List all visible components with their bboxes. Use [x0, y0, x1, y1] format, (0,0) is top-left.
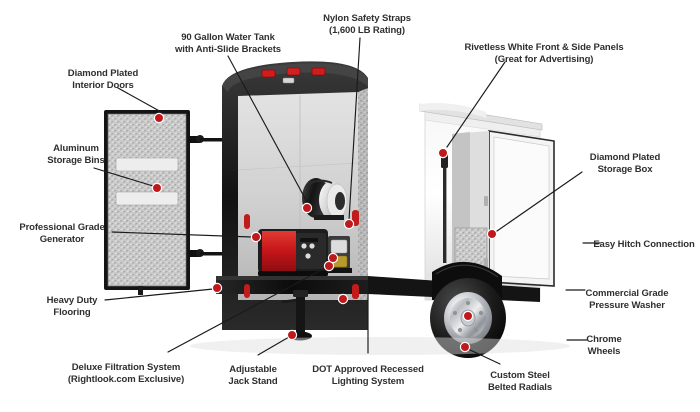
callout-label-text: DOT Approved Recessed Lighting System	[312, 364, 424, 387]
marker-floor[interactable]	[211, 282, 223, 294]
marker-strap[interactable]	[343, 218, 355, 230]
callout-label-text: Diamond Plated Interior Doors	[67, 68, 139, 91]
callout-label-text: Nylon Safety Straps (1,600 LB Rating)	[323, 13, 411, 36]
storage-bin	[115, 157, 179, 172]
marker-door-top[interactable]	[153, 112, 165, 124]
marker-wall-panel[interactable]	[437, 147, 449, 159]
marker-tank[interactable]	[301, 202, 313, 214]
callout-label-text: Custom Steel Belted Radials	[487, 370, 553, 393]
marker-right-lower[interactable]	[337, 293, 349, 305]
callout-label-text: Deluxe Filtration System (Rightlook.com …	[67, 362, 185, 385]
callout-label-text: Chrome Wheels	[586, 334, 622, 357]
callout-label-text: Easy Hitch Connection	[593, 239, 695, 250]
dot-light	[261, 69, 276, 78]
trailer-left-door	[104, 110, 222, 295]
leader-line-diamond-plated-interior-doors	[117, 87, 164, 114]
marker-storage-box[interactable]	[486, 228, 498, 240]
leader-line-rivetless-white-front-side-panels	[446, 61, 506, 148]
callout-label-text: Adjustable Jack Stand	[228, 364, 278, 387]
marker-washer[interactable]	[327, 252, 339, 264]
callout-label-text: Diamond Plated Storage Box	[589, 152, 661, 175]
dot-light	[311, 67, 326, 76]
marker-filtration[interactable]	[323, 260, 335, 272]
marker-wheel[interactable]	[462, 310, 474, 322]
leader-line-deluxe-filtration-system	[167, 267, 326, 353]
storage-bin	[115, 191, 179, 206]
leader-line-aluminum-storage-bins	[93, 167, 154, 187]
callout-label-text: Aluminum Storage Bins	[47, 143, 105, 166]
callout-label-text: 90 Gallon Water Tank with Anti-Slide Bra…	[175, 32, 281, 55]
callout-label-text: Commercial Grade Pressure Washer	[585, 288, 669, 311]
callout-label-text: Professional Grade Generator	[19, 222, 105, 245]
trailer-right-side-door	[441, 130, 555, 287]
leader-line-professional-grade-generator	[111, 231, 253, 238]
professional-generator	[258, 229, 328, 276]
marker-tire[interactable]	[459, 341, 471, 353]
marker-jack[interactable]	[286, 329, 298, 341]
callout-label-text: Heavy Duty Flooring	[46, 295, 98, 318]
marker-door-bin[interactable]	[151, 182, 163, 194]
callout-label-text: Rivetless White Front & Side Panels (Gre…	[464, 42, 624, 65]
leader-line-custom-steel-belted-radials	[467, 348, 501, 365]
leader-line-nylon-safety-straps	[348, 37, 361, 221]
wheel-assembly	[430, 278, 506, 358]
marker-generator[interactable]	[250, 231, 262, 243]
leader-line-heavy-duty-flooring	[104, 288, 214, 301]
leader-line-diamond-plated-storage-box	[496, 171, 583, 232]
leader-line-adjustable-jack-stand	[257, 336, 290, 356]
dot-light	[286, 67, 301, 76]
leader-line-ninety-gallon-water-tank	[227, 55, 308, 203]
